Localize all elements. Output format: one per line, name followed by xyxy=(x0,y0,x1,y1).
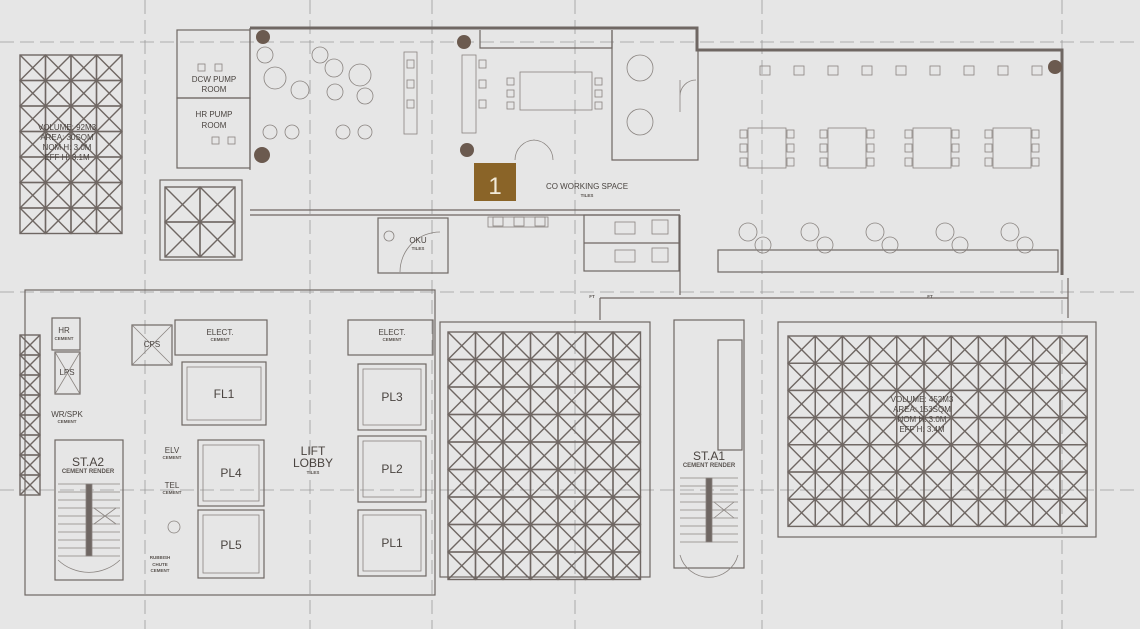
lifts-pl3: PL3 xyxy=(381,390,403,404)
ft-label-2: FT xyxy=(927,294,933,299)
void-right-info: VOLUME: 452M3 AREA: 153SQM NOM H: 3.0M E… xyxy=(891,395,954,434)
st-a1-label: ST.A1 xyxy=(693,449,725,463)
st-a1-finish: CEMENT RENDER xyxy=(683,463,736,469)
st-a2-finish: CEMENT RENDER xyxy=(62,469,115,475)
plant-icons xyxy=(254,30,1062,163)
lifts-pl2: PL2 xyxy=(381,462,403,476)
st-a2-label: ST.A2 xyxy=(72,455,104,469)
lift-lobby-label-2: LOBBY xyxy=(293,456,333,470)
co-working-label: CO WORKING SPACE xyxy=(546,182,628,191)
elect-right-label: ELECT. xyxy=(378,328,405,337)
co-working-finish: TILES xyxy=(581,193,594,198)
wrspk-label: WR/SPK xyxy=(51,410,83,419)
oku-finish: TILES xyxy=(412,246,425,251)
voids-left-1: AREA: 30SQM xyxy=(40,133,94,142)
wrspk-finish: CEMENT xyxy=(58,419,77,424)
cps-label: CPS xyxy=(144,340,160,349)
room-marker-badge[interactable]: 1 xyxy=(474,163,516,201)
voids-right-3: EFF H: 3.4M xyxy=(899,425,945,434)
co-working-space xyxy=(249,26,1069,318)
hr-pump-room: HR PUMP ROOM xyxy=(176,97,251,169)
lift-lobby-label: LIFT xyxy=(301,444,326,458)
elv-label: ELV xyxy=(165,446,180,455)
void-lattice-edge xyxy=(19,334,41,496)
lift-fl1: FL1 xyxy=(181,361,267,426)
dcw-pump-room: DCW PUMP ROOM xyxy=(176,29,251,99)
hr-pump-label: HR PUMP xyxy=(196,110,233,119)
oku-label: OKU xyxy=(409,236,427,245)
voids-right-2: NOM H: 3.0M xyxy=(898,415,947,424)
voids-left-0: VOLUME: 92M3 xyxy=(38,123,97,132)
elect-right-finish: CEMENT xyxy=(383,337,402,342)
voids-left-3: EFF H: 3.1M xyxy=(44,153,90,162)
lifts-pl5: PL5 xyxy=(220,538,242,552)
rubbish-finish: CEMENT xyxy=(151,568,170,573)
rubbish-label: RUBBISH xyxy=(150,555,171,560)
elv-finish: CEMENT xyxy=(163,455,182,460)
voids-right-0: VOLUME: 452M3 xyxy=(891,395,954,404)
lift-pl4: PL4 xyxy=(197,439,265,507)
elect-left-label: ELECT. xyxy=(206,328,233,337)
lifts-pl4: PL4 xyxy=(220,466,242,480)
void-left-info: VOLUME: 92M3 AREA: 30SQM NOM H: 3.0M EFF… xyxy=(38,123,97,162)
void-lattice-middle xyxy=(447,331,642,581)
lifts-fl1: FL1 xyxy=(214,387,235,401)
void-lattice-right xyxy=(787,335,1088,528)
lift-pl3: PL3 xyxy=(357,363,427,431)
lifts-pl1: PL1 xyxy=(381,536,403,550)
hr-pump-label-2: ROOM xyxy=(202,121,227,130)
elect-left-finish: CEMENT xyxy=(211,337,230,342)
voids-right-1: AREA: 153SQM xyxy=(893,405,951,414)
lps-label: LPS xyxy=(59,368,74,377)
dcw-pump-label: DCW PUMP xyxy=(192,75,236,84)
lift-pl5: PL5 xyxy=(197,509,265,579)
lift-pl1: PL1 xyxy=(357,509,427,577)
hr-finish: CEMENT xyxy=(55,336,74,341)
voids-left-2: NOM H: 3.0M xyxy=(43,143,92,152)
dcw-pump-label-2: ROOM xyxy=(202,85,227,94)
void-lattice-left xyxy=(19,54,123,235)
tel-finish: CEMENT xyxy=(163,490,182,495)
lift-lobby-finish: TILES xyxy=(307,470,320,475)
core-outline: HR CEMENT LPS WR/SPK CEMENT CPS ELECT. C… xyxy=(24,289,745,596)
ft-label: FT xyxy=(589,294,595,299)
hr-label: HR xyxy=(58,326,70,335)
marker-number: 1 xyxy=(488,173,501,200)
lift-pl2: PL2 xyxy=(357,435,427,503)
rubbish-label-2: CHUTE xyxy=(152,562,168,567)
oku-toilet: OKU TILES FT FT xyxy=(377,214,933,299)
void-lattice-small xyxy=(164,186,236,258)
tel-label: TEL xyxy=(165,481,180,490)
